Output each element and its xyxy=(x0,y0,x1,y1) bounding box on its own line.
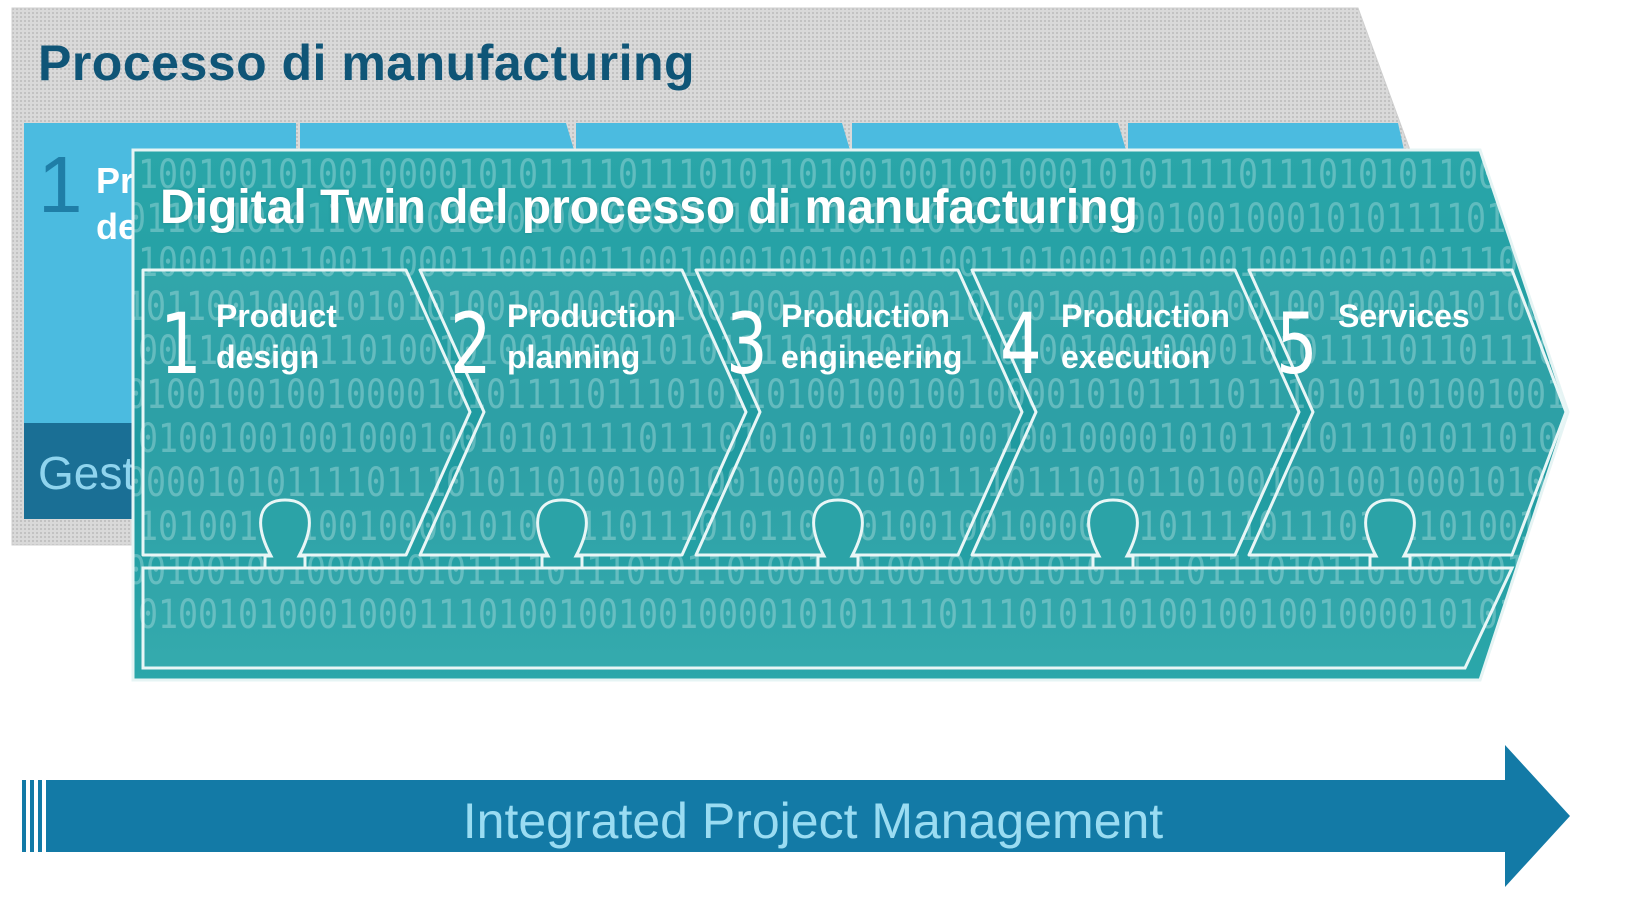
step-3-number: 3 xyxy=(726,295,768,393)
binary-row: 0100101000100011101001001001000010101111… xyxy=(138,592,1598,638)
binary-row: 1001001010010000101011110111010110100100… xyxy=(138,152,1598,198)
puzzle-connector xyxy=(1364,498,1416,570)
back-management-label: Gestione della qualità xyxy=(38,447,138,499)
step-4-number: 4 xyxy=(1000,295,1042,393)
puzzle-connector xyxy=(812,498,864,570)
binary-row: 0011000001101001010010000101011110111010… xyxy=(138,328,1598,374)
step-1-number: 1 xyxy=(160,295,202,393)
step-5-number: 5 xyxy=(1276,295,1318,393)
manufacturing-process-title: Processo di manufacturing xyxy=(38,35,696,91)
puzzle-connector xyxy=(536,498,588,570)
step-5-label: Services xyxy=(1338,298,1470,334)
step-1-label: Product design xyxy=(216,298,337,375)
puzzle-connector xyxy=(259,498,311,570)
step-2-number: 2 xyxy=(450,295,492,393)
step-3-label: Production engineering xyxy=(781,298,963,375)
digital-twin-panel: 1001001010010000101011110111010110100100… xyxy=(126,148,1598,682)
back-step-number: 1 xyxy=(38,140,83,229)
binary-row: 1000100110011000110010011001000100100101… xyxy=(138,240,1598,286)
project-management-arrow xyxy=(22,745,1570,887)
binary-row: 1011001000101010100101001001001001010010… xyxy=(126,284,1586,330)
digital-twin-shape: 1001001010010000101011110111010110100100… xyxy=(126,148,1598,682)
project-management-label: Integrated Project Management xyxy=(462,793,1164,849)
binary-row: 0110110101100100100010010000101011110111… xyxy=(126,196,1586,242)
binary-row: 0100100100100010010101111011101010110100… xyxy=(138,416,1598,462)
step-2-label: Production planning xyxy=(507,298,676,375)
puzzle-connector xyxy=(1087,498,1139,570)
binary-row: 0000101011110111010110100100100100001010… xyxy=(126,460,1586,506)
step-4-label: Production execution xyxy=(1061,298,1230,375)
digital-twin-title: Digital Twin del processo di manufacturi… xyxy=(160,181,1138,234)
binary-row: 0100100100100001010111101110101101001001… xyxy=(126,372,1586,418)
